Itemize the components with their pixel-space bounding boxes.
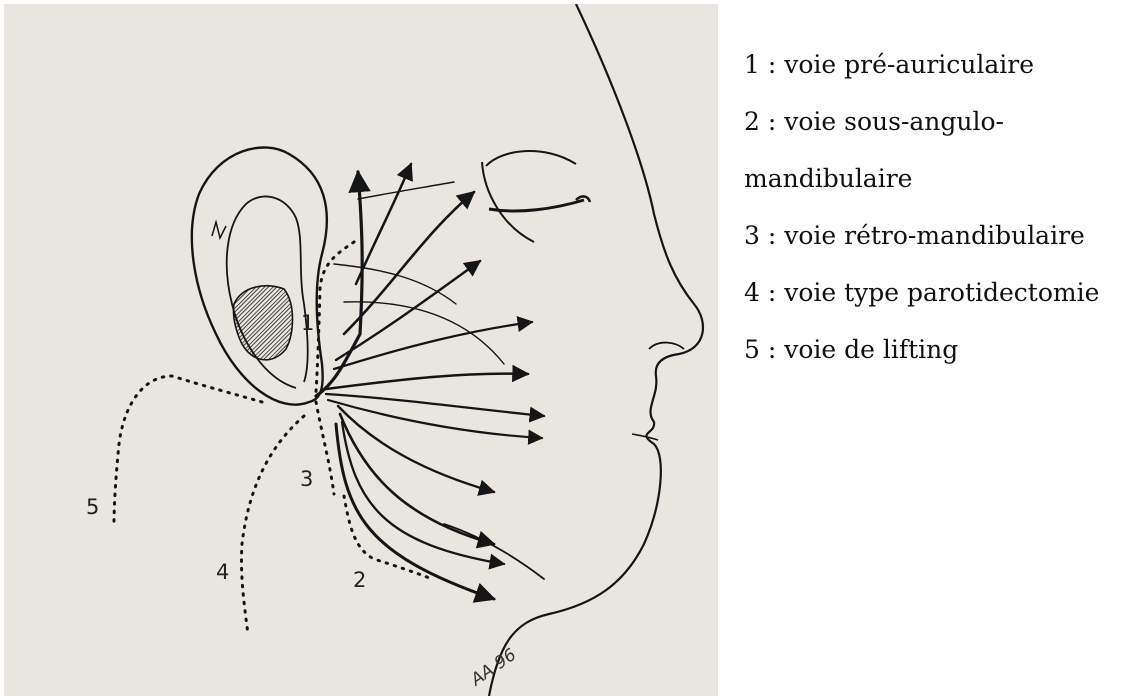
legend-item-route-2: 2 : voie sous-angulo-: [744, 107, 1132, 136]
legend-item-route-3: 3 : voie rétro-mandibulaire: [744, 221, 1132, 250]
facial-nerve-figure: 1 2 3 4 5 AA 96: [4, 4, 718, 696]
legend-item-route-5: 5 : voie de lifting: [744, 335, 1132, 364]
legend-item-route-4: 4 : voie type parotidectomie: [744, 278, 1132, 307]
figure-svg: 1 2 3 4 5 AA 96: [4, 4, 718, 696]
route-label-2: 2: [353, 568, 366, 592]
route-label-3: 3: [300, 467, 313, 491]
route-label-5: 5: [86, 495, 99, 519]
legend-item-route-2-continued: mandibulaire: [744, 164, 1132, 193]
legend-item-route-1: 1 : voie pré-auriculaire: [744, 50, 1132, 79]
route-label-4: 4: [216, 560, 229, 584]
route-legend: 1 : voie pré-auriculaire 2 : voie sous-a…: [744, 50, 1132, 392]
paper-background: [4, 4, 718, 696]
route-label-1: 1: [301, 311, 314, 335]
